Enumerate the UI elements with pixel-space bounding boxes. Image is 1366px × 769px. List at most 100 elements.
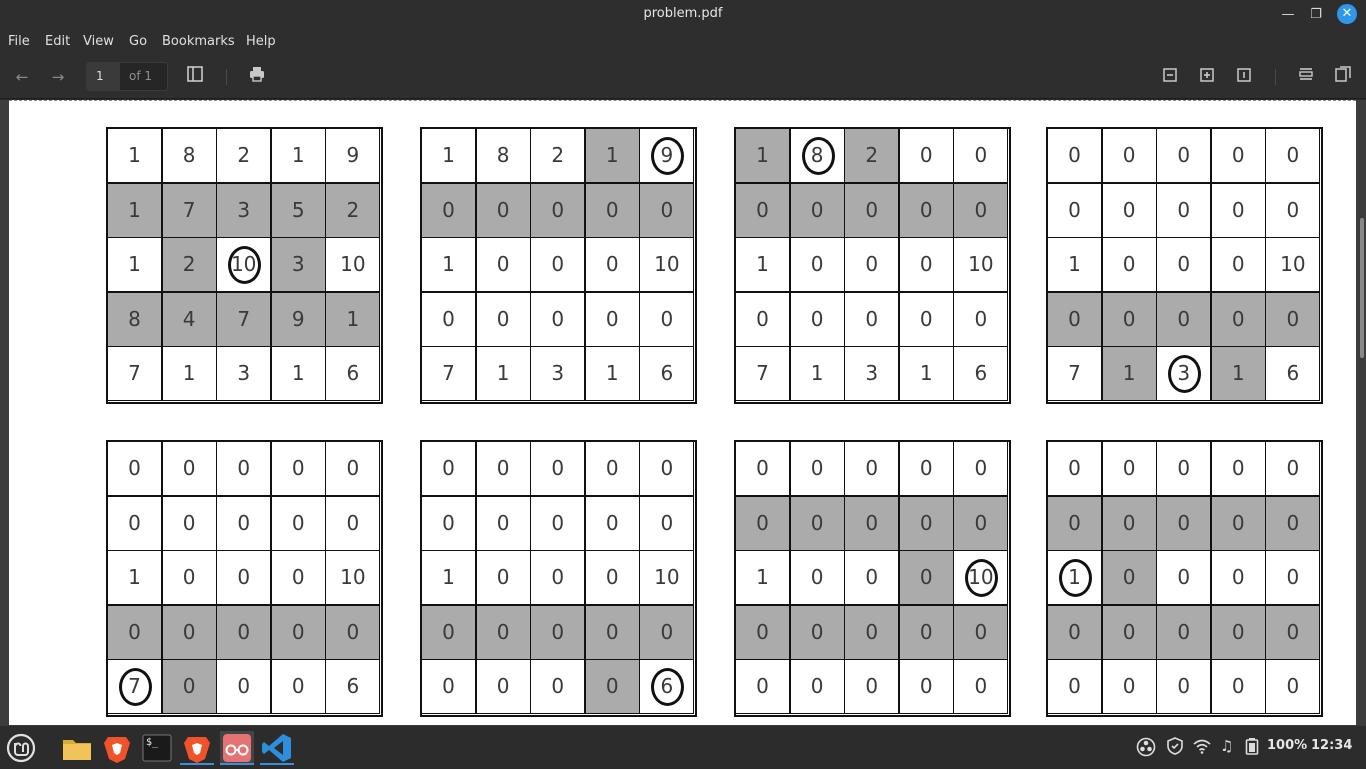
grid-cell: 0 bbox=[1210, 659, 1266, 715]
page-count-label: of 1 bbox=[129, 69, 153, 83]
grid-cell: 6 bbox=[1265, 346, 1321, 402]
grid-cell: 0 bbox=[844, 182, 900, 238]
grid-cell: 2 bbox=[844, 128, 900, 183]
grid-cell: 0 bbox=[216, 659, 272, 715]
close-icon[interactable]: ✕ bbox=[1337, 4, 1357, 24]
grid-cell: 0 bbox=[325, 495, 381, 551]
grid-cell: 0 bbox=[898, 550, 954, 606]
zoom-out-icon[interactable] bbox=[1159, 66, 1181, 88]
grid-cell: 5 bbox=[270, 182, 326, 238]
document-viewer-icon[interactable] bbox=[220, 731, 254, 765]
toolbar-separator bbox=[1275, 69, 1276, 85]
grid-cell: 10 bbox=[639, 550, 695, 606]
forward-arrow-icon[interactable]: → bbox=[51, 68, 65, 86]
brave-browser-icon[interactable] bbox=[180, 731, 214, 765]
grid-cell: 0 bbox=[1210, 495, 1266, 551]
grid-cell: 0 bbox=[107, 441, 162, 496]
grid-cell: 0 bbox=[475, 441, 531, 496]
grid-cell: 0 bbox=[584, 604, 640, 660]
dual-page-icon[interactable] bbox=[1332, 66, 1354, 88]
grid-cell: 0 bbox=[789, 441, 845, 496]
grid-cell: 0 bbox=[735, 182, 790, 238]
restore-icon[interactable]: ❐ bbox=[1310, 7, 1322, 22]
grid-cell: 0 bbox=[1156, 550, 1212, 606]
grid-cell: 10 bbox=[953, 237, 1009, 293]
grid-cell: 7 bbox=[107, 659, 162, 715]
grid-cell: 0 bbox=[789, 604, 845, 660]
grid-cell: 3 bbox=[844, 346, 900, 402]
grid-cell: 1 bbox=[1210, 346, 1266, 402]
grid-cell: 0 bbox=[530, 237, 586, 293]
zoom-in-icon[interactable] bbox=[1196, 66, 1218, 88]
sidebar-toggle-icon[interactable] bbox=[184, 66, 206, 88]
print-icon[interactable] bbox=[246, 66, 268, 88]
toolbar: ← → 1 of 1 bbox=[0, 55, 1366, 99]
grid-cell: 0 bbox=[530, 495, 586, 551]
grid-cell: 1 bbox=[325, 291, 381, 347]
grid-cell: 2 bbox=[530, 128, 586, 183]
continuous-scroll-icon[interactable] bbox=[1295, 66, 1317, 88]
menu-file[interactable]: File bbox=[8, 34, 30, 49]
grid-cell: 0 bbox=[953, 182, 1009, 238]
mint-menu-icon[interactable] bbox=[4, 731, 38, 765]
grid-cell: 0 bbox=[584, 550, 640, 606]
grid-cell: 0 bbox=[735, 495, 790, 551]
grid-cell: 0 bbox=[953, 659, 1009, 715]
grid-cell: 3 bbox=[270, 237, 326, 293]
battery-icon[interactable] bbox=[1245, 737, 1259, 759]
grid-cell: 1 bbox=[270, 346, 326, 402]
clock[interactable]: 12:34 bbox=[1311, 738, 1353, 753]
fit-page-icon[interactable] bbox=[1233, 66, 1255, 88]
back-arrow-icon[interactable]: ← bbox=[15, 68, 29, 86]
menu-view[interactable]: View bbox=[83, 34, 114, 49]
grid-cell: 1 bbox=[735, 550, 790, 606]
grid-cell: 0 bbox=[270, 550, 326, 606]
grid-cell: 0 bbox=[584, 291, 640, 347]
grid-cell: 0 bbox=[530, 659, 586, 715]
grid-cell: 0 bbox=[1047, 495, 1102, 551]
menu-help[interactable]: Help bbox=[246, 34, 276, 49]
grid-cell: 0 bbox=[735, 441, 790, 496]
page-number-input[interactable]: 1 bbox=[87, 63, 120, 90]
grid-cell: 0 bbox=[530, 550, 586, 606]
grid-cell: 0 bbox=[1101, 604, 1157, 660]
grid-cell: 1 bbox=[1101, 346, 1157, 402]
grid-cell: 0 bbox=[1156, 182, 1212, 238]
circled-cell-marker bbox=[119, 668, 152, 707]
menu-go[interactable]: Go bbox=[129, 34, 148, 49]
grid-cell: 0 bbox=[735, 291, 790, 347]
grid-cell: 0 bbox=[844, 291, 900, 347]
shield-icon[interactable] bbox=[1166, 737, 1184, 759]
vscode-icon[interactable] bbox=[260, 731, 294, 765]
brave-browser-icon[interactable] bbox=[100, 731, 134, 765]
grid-cell: 9 bbox=[270, 291, 326, 347]
grid-cell: 10 bbox=[639, 237, 695, 293]
page-border bbox=[9, 100, 1356, 101]
files-icon[interactable] bbox=[60, 731, 94, 765]
menu-edit[interactable]: Edit bbox=[45, 34, 71, 49]
grid-cell: 0 bbox=[639, 495, 695, 551]
scrollbar-thumb[interactable] bbox=[1360, 218, 1364, 358]
toolbar-separator bbox=[226, 69, 227, 85]
grid-cell: 0 bbox=[421, 182, 476, 238]
grid-cell: 0 bbox=[475, 550, 531, 606]
grid-cell: 0 bbox=[1210, 550, 1266, 606]
menu-bookmarks[interactable]: Bookmarks bbox=[162, 34, 235, 49]
grid-cell: 0 bbox=[584, 659, 640, 715]
music-icon[interactable]: ♫ bbox=[1220, 737, 1234, 755]
grid-cell: 8 bbox=[789, 128, 845, 183]
obs-icon[interactable] bbox=[1136, 737, 1156, 761]
grid-cell: 0 bbox=[421, 659, 476, 715]
minimize-icon[interactable]: — bbox=[1281, 7, 1295, 22]
grid-cell: 0 bbox=[1101, 128, 1157, 183]
grid-cell: 0 bbox=[953, 128, 1009, 183]
terminal-icon[interactable]: $_ bbox=[140, 731, 174, 765]
wifi-icon[interactable] bbox=[1193, 737, 1211, 759]
grid-cell: 0 bbox=[1101, 291, 1157, 347]
